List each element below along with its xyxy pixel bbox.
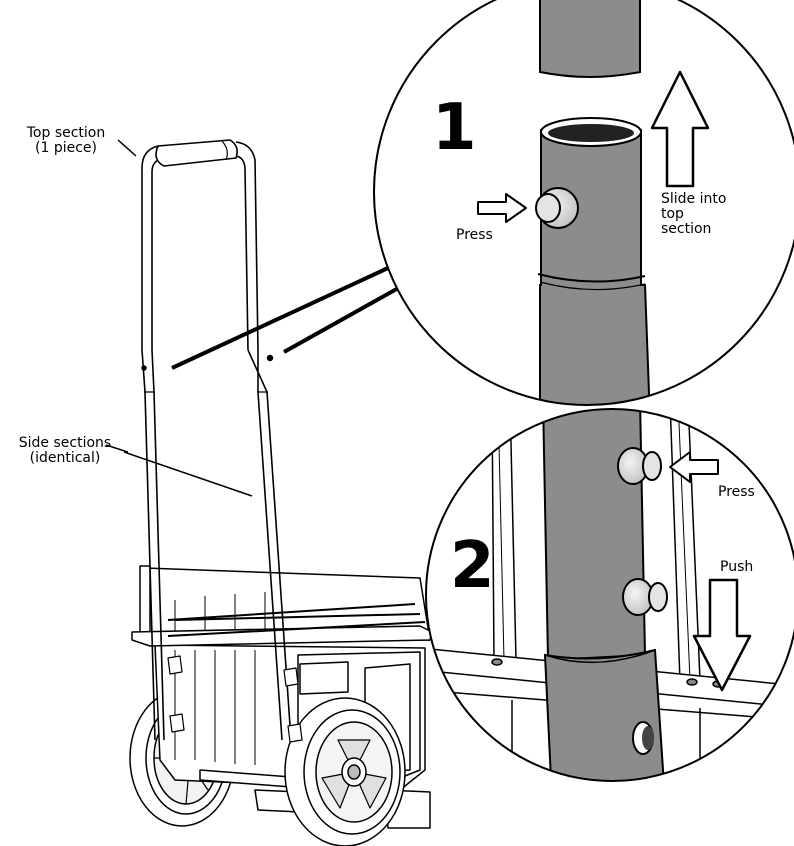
cart xyxy=(129,139,433,846)
right-wheel xyxy=(284,697,406,846)
side-sections-label-line1: Side sections xyxy=(18,435,112,451)
leader-lines xyxy=(105,139,403,497)
slide-label-line1: Slide into xyxy=(661,191,727,207)
detail-circle-2 xyxy=(425,408,794,782)
top-section-tube xyxy=(539,0,641,78)
top-section-label-line2: (1 piece) xyxy=(35,140,97,156)
push-label: Push xyxy=(720,559,754,575)
step-number-2: 2 xyxy=(450,529,495,603)
push-button-2a xyxy=(617,447,662,485)
detail-1-pointer-b xyxy=(283,284,403,354)
top-section-label-line1: Top section xyxy=(26,125,106,141)
telescoping-handle xyxy=(141,139,303,743)
slide-up-arrow xyxy=(650,70,710,188)
push-button-2b xyxy=(622,578,668,616)
side-section-tube xyxy=(539,129,652,405)
push-button-1 xyxy=(535,187,579,229)
cart-rail xyxy=(131,603,433,647)
lower-tube-2 xyxy=(543,648,667,781)
top-section-leader xyxy=(117,139,137,157)
detail-1-pointer-a xyxy=(171,266,389,370)
side-sections-label-line2: (identical) xyxy=(29,450,101,466)
press-label-2: Press xyxy=(718,484,755,500)
press-arrow-1 xyxy=(477,193,527,223)
step-number-1: 1 xyxy=(432,91,477,165)
slide-label-line3: section xyxy=(661,221,712,237)
side-sections-label: Side sections (identical) xyxy=(6,436,124,466)
top-section-label: Top section (1 piece) xyxy=(14,126,118,156)
side-section-leader-left xyxy=(105,444,129,453)
press-arrow-2 xyxy=(669,451,719,483)
push-down-arrow xyxy=(692,578,752,692)
side-section-tube-2 xyxy=(541,409,647,662)
slide-label-line2: top xyxy=(661,206,684,222)
detail-circle-1 xyxy=(373,0,794,406)
press-label-1: Press xyxy=(456,227,493,243)
slide-into-top-section-label: Slide into top section xyxy=(661,192,726,237)
side-section-leader-right xyxy=(123,451,253,497)
